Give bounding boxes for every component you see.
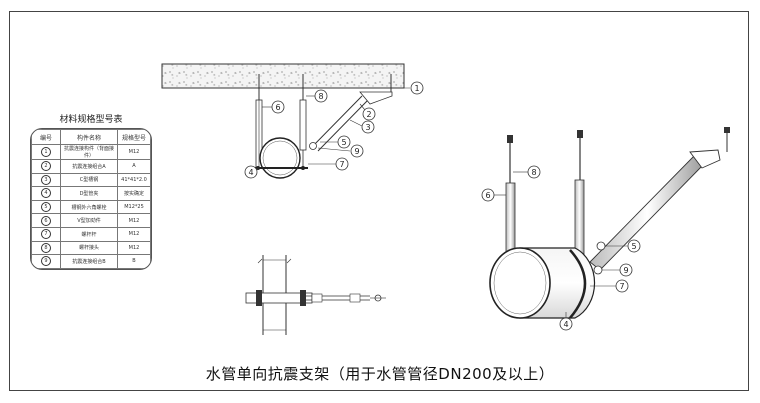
iso-callout-5: [627, 239, 641, 253]
plan-view: [245, 255, 386, 335]
iso-callout-6-label: 6: [485, 191, 490, 200]
legend-row: 1 抗震连接构件（背面接件） M12: [31, 144, 151, 160]
legend-row: 7 螺杆杆 M12: [31, 226, 151, 242]
callout-4: [244, 165, 258, 179]
callout-3: [361, 120, 375, 134]
legend-row: 3 C型槽钢 41*41*2.0: [31, 172, 151, 188]
legend-row-num: 7: [41, 229, 51, 240]
callouts: 1 2 3 5 9 7 4 6 8 8 6 5: [244, 81, 641, 331]
iso-callout-6: [481, 188, 495, 202]
legend-header-spec: 规格型号: [117, 129, 151, 145]
legend-row-spec: A: [117, 159, 151, 174]
iso-callout-9-label: 9: [623, 266, 628, 275]
callout-6-label: 6: [275, 103, 280, 112]
callout-7: [335, 157, 349, 171]
callout-9-label: 9: [354, 147, 359, 156]
callout-9: [350, 144, 364, 158]
iso-callout-7-label: 7: [619, 282, 624, 291]
legend-row-spec: 41*41*2.0: [117, 172, 151, 188]
legend-table-box: 编号 构件名称 规格型号 1 抗震连接构件（背面接件） M12 2 抗震连接组合…: [30, 128, 152, 270]
callout-4-label: 4: [248, 168, 253, 177]
drawing-frame: [9, 11, 749, 391]
legend-row: 9 抗震连接组合B B: [31, 254, 151, 269]
callout-1: [410, 81, 424, 95]
callout-5-label: 5: [341, 138, 346, 147]
callout-2: [362, 107, 376, 121]
legend-table: 编号 构件名称 规格型号 1 抗震连接构件（背面接件） M12 2 抗震连接组合…: [31, 129, 151, 269]
legend-row-num: 6: [41, 215, 51, 226]
callout-6: [271, 100, 285, 114]
legend-row-num: 4: [41, 188, 51, 199]
iso-callout-4: [559, 317, 573, 331]
callout-3-label: 3: [365, 123, 370, 132]
legend-row-num: 5: [41, 202, 51, 213]
legend-title: 材料规格型号表: [59, 115, 123, 125]
legend-header-name: 构件名称: [60, 129, 118, 145]
drawing-caption: 水管单向抗震支架（用于水管管径DN200及以上）: [205, 365, 555, 383]
legend-row-num: 1: [41, 147, 51, 157]
legend-row-name: 螺杆杆: [60, 226, 118, 242]
legend-row: 4 D型管夹 按实确定: [31, 186, 151, 201]
legend-row-spec: M12*25: [117, 199, 151, 215]
iso-callout-4-label: 4: [563, 320, 568, 329]
legend-row-spec: M12: [117, 144, 151, 160]
legend-row-name: D型管夹: [60, 186, 118, 201]
materials-legend: 材料规格型号表 编号 构件名称 规格型号 1 抗震连接构件（背面接件） M12 …: [30, 112, 152, 270]
iso-callout-7: [615, 279, 629, 293]
iso-callout-8: [527, 165, 541, 179]
pipe-section: [259, 137, 301, 179]
elevation-view: [161, 63, 405, 179]
legend-row-name: 螺杆接头: [60, 240, 118, 256]
legend-row-name: C型槽钢: [60, 172, 118, 188]
legend-row-name: 槽钢外六角螺栓: [60, 199, 118, 215]
legend-row: 5 槽钢外六角螺栓 M12*25: [31, 199, 151, 215]
legend-row: 2 抗震连接组合A A: [31, 159, 151, 174]
concrete-slab: [161, 63, 405, 89]
callout-5: [337, 135, 351, 149]
isometric-view: [489, 127, 730, 319]
legend-row-spec: M12: [117, 226, 151, 242]
legend-row-spec: M12: [117, 240, 151, 256]
iso-callout-8-label: 8: [531, 168, 536, 177]
callout-2-label: 2: [366, 110, 371, 119]
legend-row-name: 抗震连接组合B: [60, 254, 118, 269]
legend-row-num: 8: [41, 242, 51, 253]
legend-row-num: 3: [41, 174, 51, 185]
callout-7-label: 7: [339, 160, 344, 169]
legend-row-name: 抗震连接构件（背面接件）: [60, 144, 118, 160]
legend-row-num: 2: [41, 161, 51, 172]
legend-row-spec: 按实确定: [117, 186, 151, 201]
pipe-end: [489, 247, 551, 319]
callout-8-label: 8: [318, 92, 323, 101]
legend-header-num: 编号: [31, 129, 61, 145]
iso-callout-5-label: 5: [631, 242, 636, 251]
legend-row: 6 V型加劲件 M12: [31, 213, 151, 228]
legend-row-num: 9: [41, 256, 51, 267]
legend-row: 8 螺杆接头 M12: [31, 240, 151, 256]
callout-8: [314, 89, 328, 103]
legend-row-spec: M12: [117, 213, 151, 228]
legend-row-spec: B: [117, 254, 151, 269]
legend-header-row: 编号 构件名称 规格型号: [31, 129, 151, 145]
callout-1-label: 1: [414, 84, 419, 93]
legend-row-name: V型加劲件: [60, 213, 118, 228]
iso-callout-9: [619, 263, 633, 277]
legend-row-name: 抗震连接组合A: [60, 159, 118, 174]
